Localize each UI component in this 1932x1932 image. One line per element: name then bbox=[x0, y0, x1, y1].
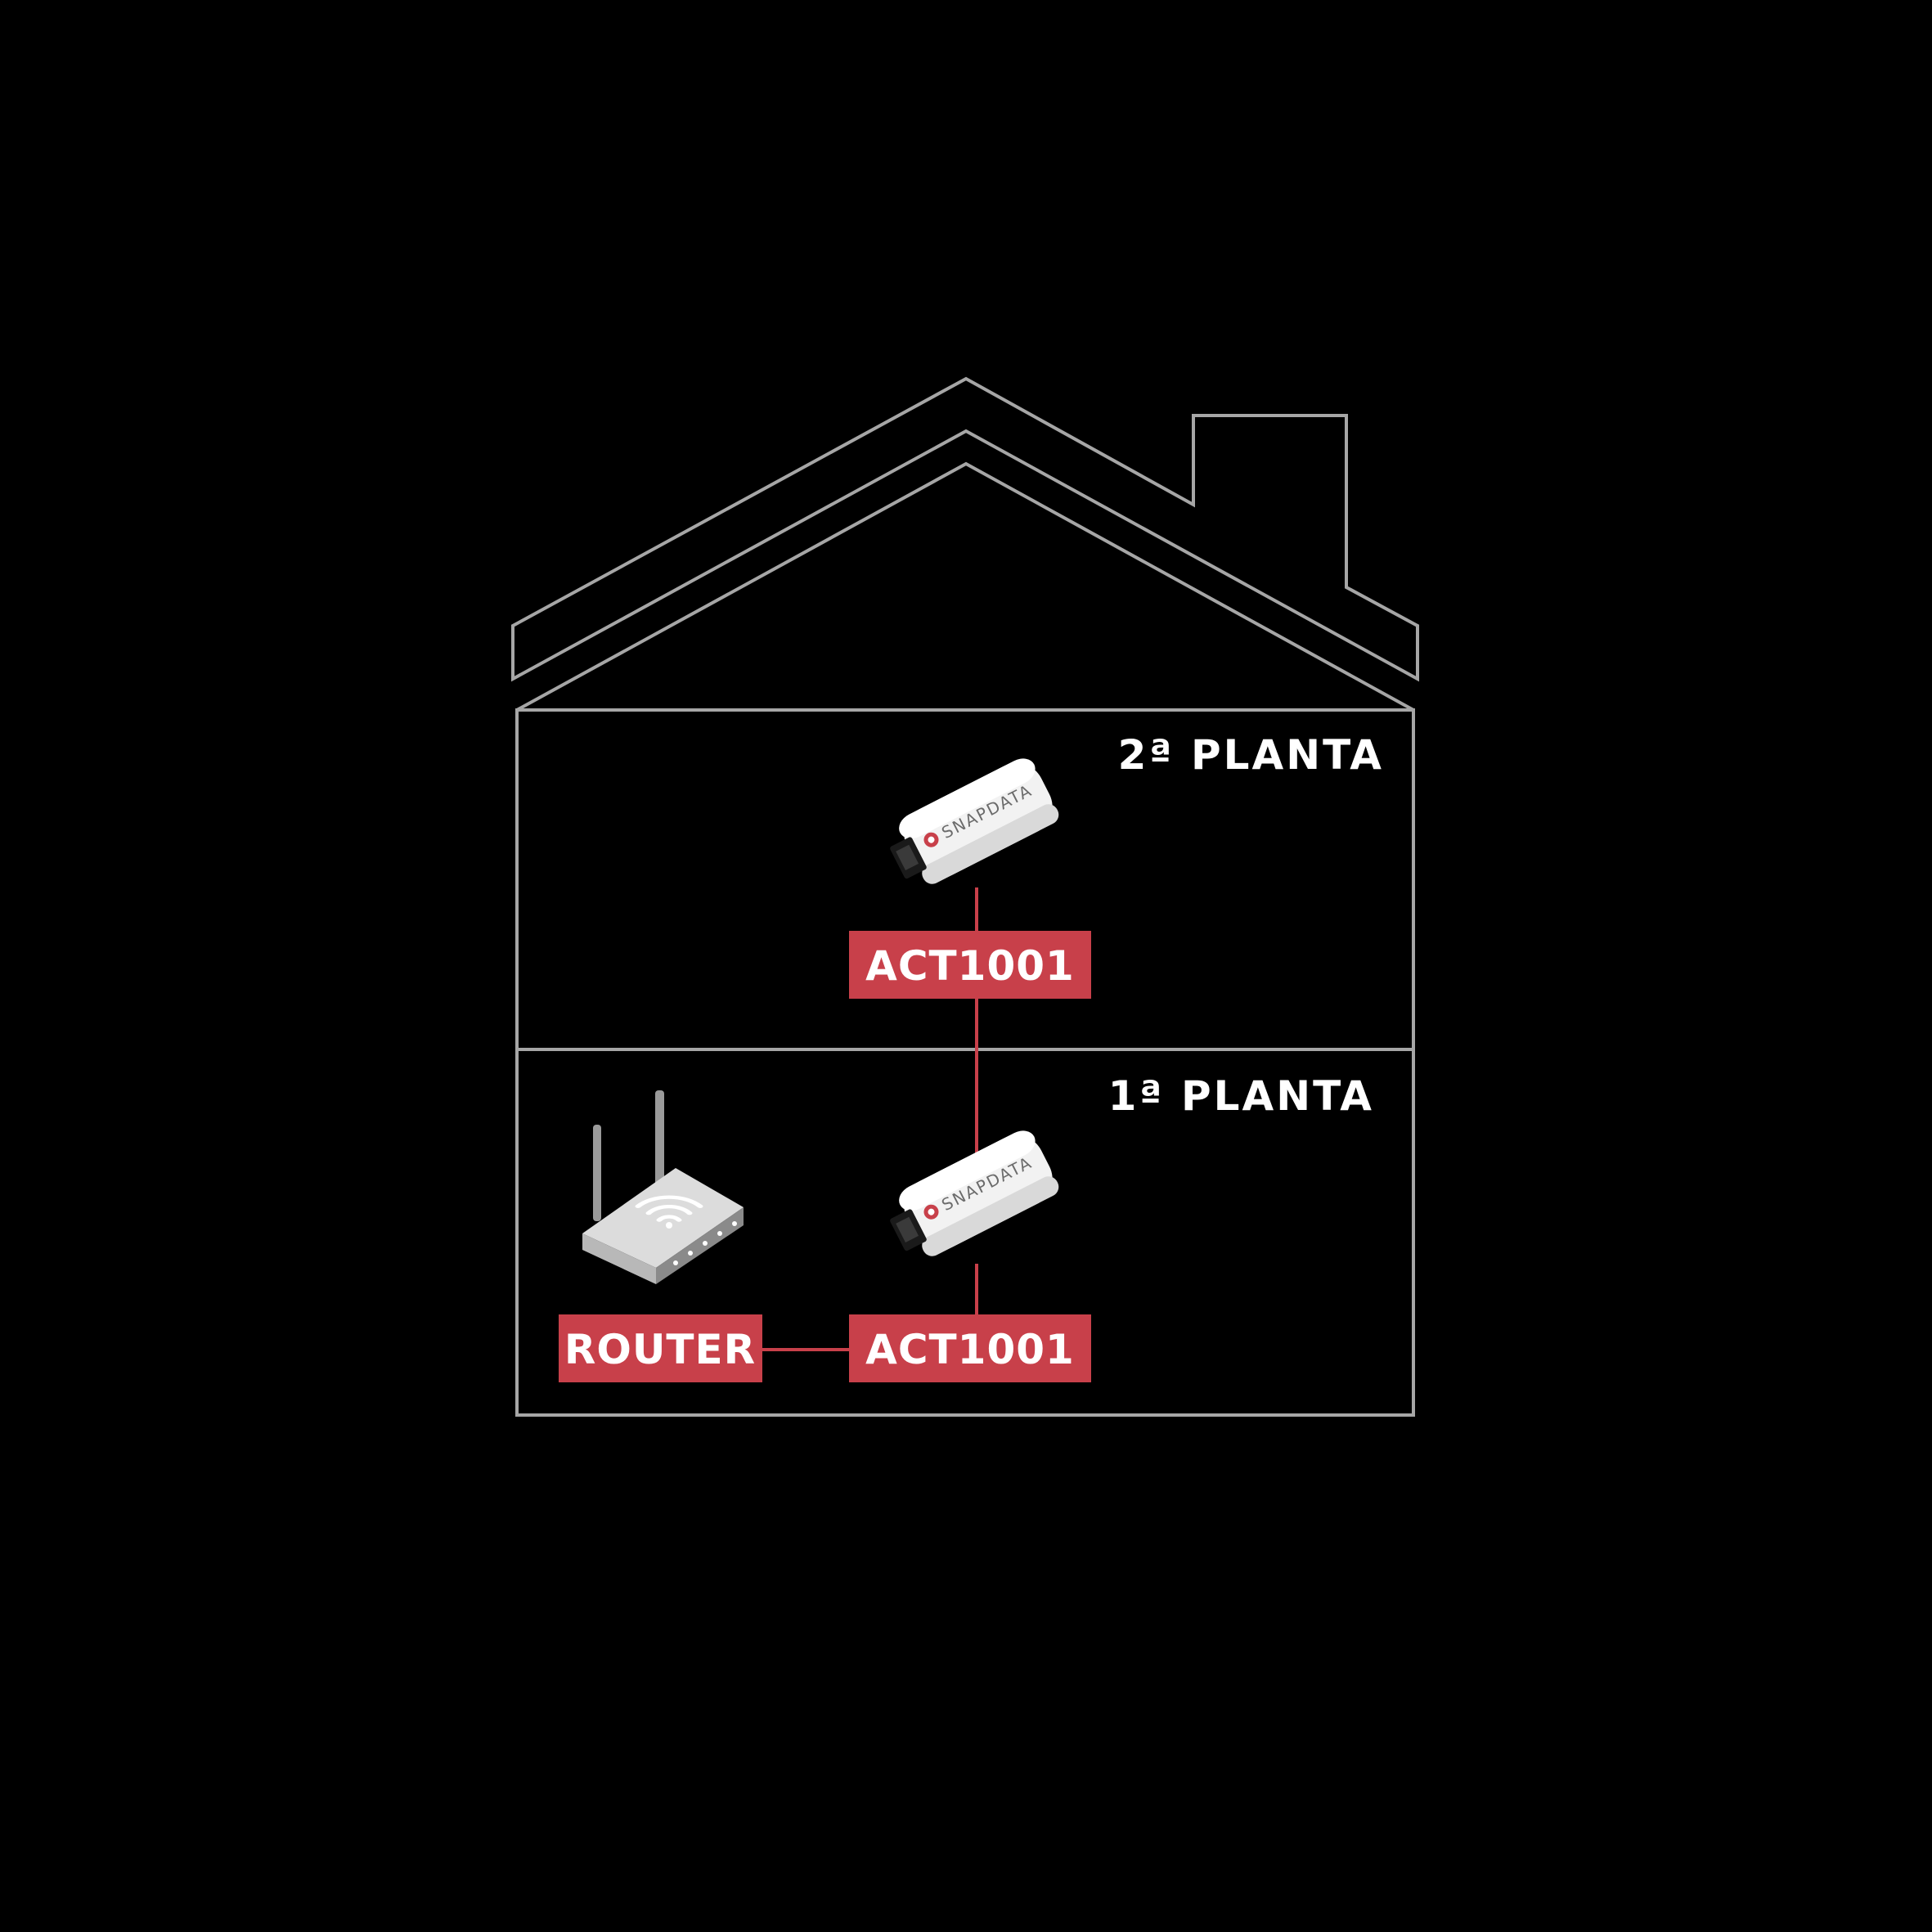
router-tag-label: ROUTER bbox=[564, 1326, 756, 1373]
wifi-symbol bbox=[635, 1195, 703, 1222]
upper-adapter-tag: ACT1001 bbox=[849, 931, 1091, 999]
router-tag: ROUTER bbox=[559, 1314, 762, 1382]
lower-floor-label: 1ª PLANTA bbox=[1108, 1072, 1374, 1120]
house-wall bbox=[515, 708, 1415, 1417]
lower-adapter-tag: ACT1001 bbox=[849, 1314, 1091, 1382]
lower-adapter-tag-label: ACT1001 bbox=[865, 1326, 1075, 1373]
upper-floor-label: 2ª PLANTA bbox=[1118, 731, 1384, 779]
roof-outer bbox=[511, 376, 1419, 682]
upper-adapter-tag-label: ACT1001 bbox=[865, 942, 1075, 990]
wifi-router-icon bbox=[582, 1090, 744, 1284]
roof-inner bbox=[516, 461, 1414, 712]
router-antenna-right bbox=[655, 1090, 664, 1190]
house-outline bbox=[511, 376, 1419, 1417]
router-antenna-left bbox=[593, 1125, 601, 1221]
router-front bbox=[656, 1207, 744, 1284]
router-left-side bbox=[582, 1233, 656, 1284]
powerline-adapter-icon: SNAPDATA bbox=[890, 758, 1059, 884]
router-port-lights bbox=[673, 1221, 737, 1265]
network-cables bbox=[762, 887, 978, 1351]
powerline-adapter-icon: SNAPDATA bbox=[890, 1130, 1059, 1256]
